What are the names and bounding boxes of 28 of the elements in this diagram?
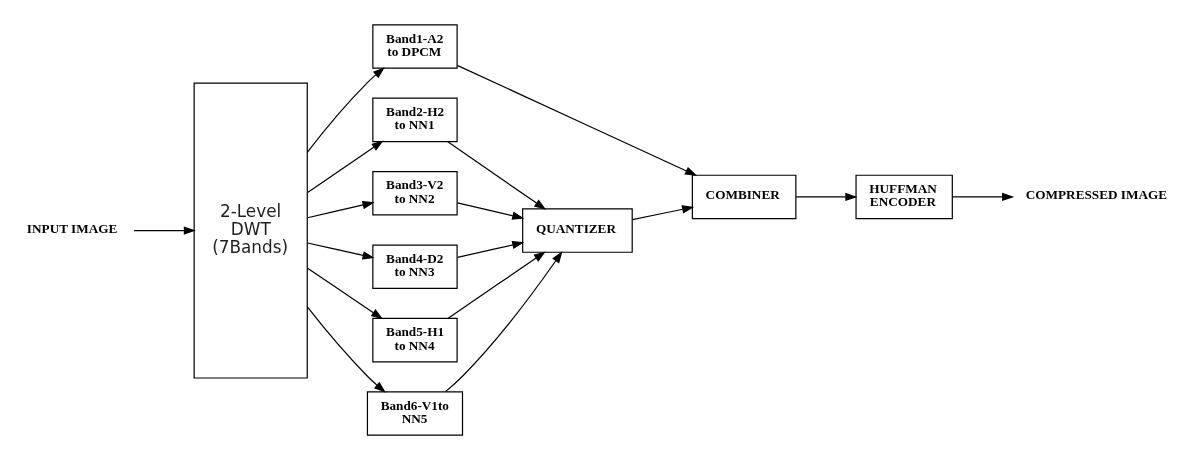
arrow <box>307 241 375 259</box>
node-box: Band5-H1 to NN4 <box>372 317 458 362</box>
node-box: Band2-H2 to NN1 <box>372 97 458 142</box>
node-box: HUFFMAN ENCODER <box>855 174 953 219</box>
node-box: Band1-A2 to DPCM <box>372 23 458 69</box>
arrow <box>307 200 375 218</box>
node-text: INPUT IMAGE <box>26 220 118 236</box>
node-box: Band4-D2 to NN3 <box>372 243 458 289</box>
arrow <box>307 140 384 193</box>
arrow <box>952 192 1015 201</box>
arrow <box>447 140 547 210</box>
node-box: COMBINER <box>691 174 797 219</box>
arrow <box>307 267 384 319</box>
arrow <box>444 250 563 392</box>
arrow <box>795 192 858 201</box>
node-box: Band3-V2 to NN2 <box>372 170 458 216</box>
arrow <box>456 240 525 258</box>
arrow <box>306 305 386 393</box>
node-text: COMPRESSED IMAGE <box>1025 186 1168 202</box>
arrow <box>306 66 385 153</box>
node-box: QUANTIZER <box>522 207 633 253</box>
node-box: 2-Level DWT (7Bands) <box>193 82 308 379</box>
arrow <box>456 64 698 176</box>
arrow <box>447 250 546 319</box>
arrow <box>133 225 196 235</box>
arrow <box>631 204 695 220</box>
node-box: Band6-V1to NN5 <box>366 390 464 436</box>
arrow <box>456 201 525 220</box>
